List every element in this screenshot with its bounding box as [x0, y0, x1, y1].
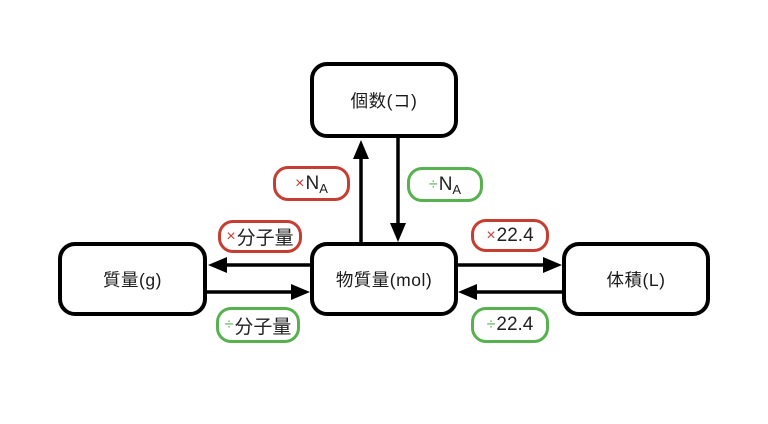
arrow-volume-to-mole — [458, 284, 562, 300]
pill-divide-avogadro-sub: A — [452, 182, 462, 197]
arrow-mass-to-mole — [207, 284, 310, 300]
box-volume: 体積(L) — [562, 242, 710, 316]
multiply-icon: × — [486, 226, 496, 244]
pill-divide-22-4-text: 22.4 — [496, 314, 534, 335]
arrow-mole-to-mass — [208, 257, 310, 273]
arrow-mole-to-count — [353, 140, 369, 242]
pill-multiply-molecular-weight-text: 分子量 — [236, 228, 294, 249]
multiply-icon: × — [295, 174, 305, 192]
box-mass-label: 質量(g) — [103, 269, 162, 290]
pill-multiply-22-4: ×22.4 — [471, 219, 549, 252]
pill-multiply-22-4-text: 22.4 — [496, 224, 534, 246]
multiply-icon: × — [226, 227, 236, 245]
box-mass: 質量(g) — [58, 242, 207, 316]
divide-icon: ÷ — [486, 316, 496, 333]
pill-divide-22-4: ÷22.4 — [471, 307, 549, 343]
pill-divide-avogadro-base: N — [438, 173, 453, 195]
pill-divide-molecular-weight-text: 分子量 — [234, 316, 292, 338]
divide-icon: ÷ — [224, 316, 234, 333]
arrow-count-to-mole — [390, 138, 406, 242]
box-volume-label: 体積(L) — [606, 269, 666, 290]
pill-multiply-molecular-weight: ×分子量 — [218, 220, 302, 253]
box-mole: 物質量(mol) — [310, 242, 458, 316]
pill-multiply-avogadro-sub: A — [319, 181, 328, 196]
divide-icon: ÷ — [428, 175, 438, 193]
pill-divide-molecular-weight: ÷分子量 — [216, 307, 300, 343]
pill-multiply-avogadro-base: N — [305, 172, 320, 194]
box-count: 個数(コ) — [310, 62, 458, 138]
box-mole-label: 物質量(mol) — [335, 269, 433, 290]
arrow-mole-to-volume — [458, 257, 562, 273]
box-count-label: 個数(コ) — [350, 90, 418, 111]
